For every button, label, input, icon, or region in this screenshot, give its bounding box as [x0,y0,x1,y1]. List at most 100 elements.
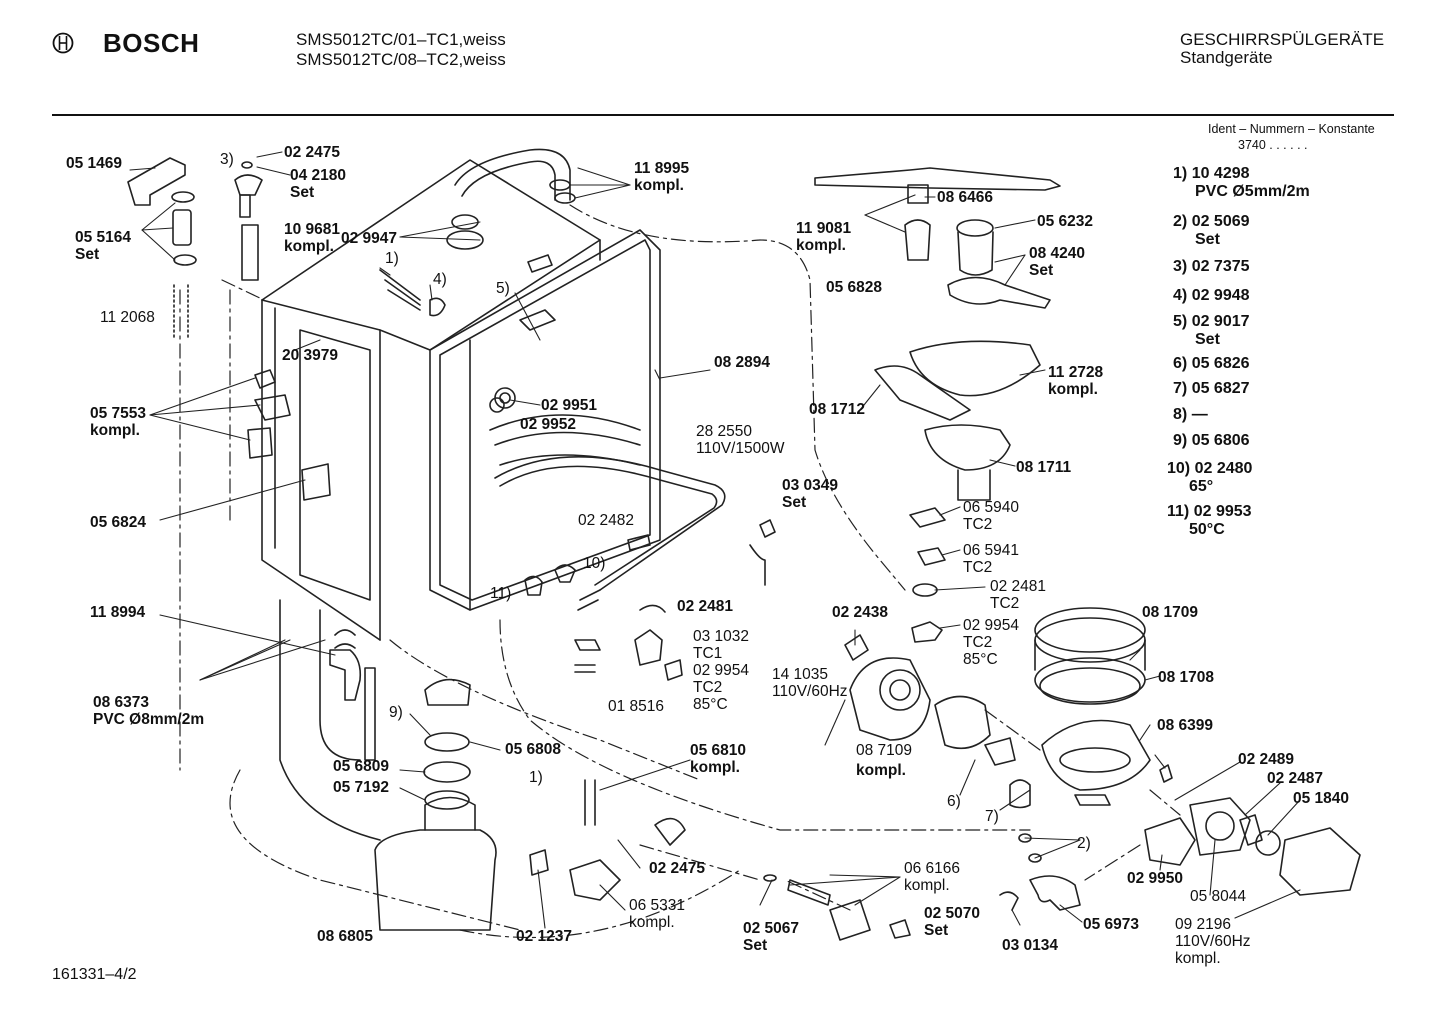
part-note: 85°C [693,696,728,713]
part-callout: 02 9952 [520,416,576,433]
part-number: 08 1711 [1016,459,1072,476]
part-number: 05 6810 [690,742,747,759]
part-number: 02 2482 [578,512,635,529]
part-number: 02 9947 [341,230,398,247]
part-note: kompl. [796,237,846,254]
legend-item: 9) 05 6806 [1173,432,1250,450]
legend-part-number: 05 6827 [1191,380,1250,397]
part-callout: 02 2489 [1238,751,1294,768]
legend-part-number: 05 6806 [1191,432,1250,449]
part-number: 04 2180 [290,167,347,184]
sump-and-motor [844,507,1173,809]
legend-part-number: 02 9948 [1191,287,1250,304]
part-number: 03 1032 [693,628,750,645]
legend-number: 1) [1173,165,1188,182]
legend-number: 9) [1173,432,1188,449]
assembly-lines [179,204,1181,939]
part-note: TC2 [963,516,993,533]
part-callout: 03 0134 [1002,937,1058,954]
part-number: 08 6466 [937,189,994,206]
part-number: 5) [496,280,510,297]
part-callout: 7) [985,808,999,825]
part-number: 05 6973 [1083,916,1140,933]
part-callout: 05 8044 [1190,888,1246,905]
legend-number: 7) [1173,380,1188,397]
part-number: 02 9950 [1127,870,1184,887]
legend-note: 50°C [1189,521,1225,538]
part-number: 05 6232 [1037,213,1094,230]
legend-part-number: 02 7375 [1191,258,1250,275]
part-number: 08 6373 [93,694,150,711]
part-callout: kompl. [856,762,906,779]
part-number: 05 1469 [66,155,123,172]
part-note: kompl. [904,877,950,894]
spray-arm-and-filters [814,167,1061,501]
part-callout: 05 1469 [66,155,122,172]
part-callout: 08 6399 [1157,717,1213,734]
part-callout: 9) [389,704,403,721]
part-number: 11) [490,585,512,602]
legend-part-number: 05 6826 [1191,355,1250,372]
legend-item: 3) 02 7375 [1173,258,1250,276]
part-number: 9) [389,704,403,721]
legend-number: 4) [1173,287,1188,304]
part-callout: 05 6809 [333,758,389,775]
part-number: 02 9954 [963,617,1020,634]
legend-note: 65° [1189,478,1214,495]
part-number: 08 4240 [1029,245,1086,262]
part-note: kompl. [90,422,140,439]
part-callout: 08 6466 [937,189,993,206]
part-callout: 1) [529,769,543,786]
part-callout: 1) [385,250,399,267]
legend-part-number: 02 9953 [1193,503,1252,520]
part-callout: 4) [433,271,447,288]
part-number: 10 9681 [284,221,341,238]
part-callout: 11 2068 [100,309,155,326]
legend-part-number: 02 5069 [1191,213,1250,230]
part-number: 03 0134 [1002,937,1059,954]
legend-number: 2) [1173,213,1188,230]
part-note: TC1 [693,645,723,662]
part-note: kompl. [629,914,675,931]
part-callout: 05 6808 [505,741,561,758]
part-number: 11 2728 [1048,364,1104,381]
part-number: 1) [529,769,543,786]
part-callout: 08 2894 [714,354,770,371]
legend-part-number: 02 2480 [1194,460,1253,477]
category-line-1: GESCHIRRSPÜLGERÄTE [1180,30,1385,49]
part-callout: 02 2487 [1267,770,1323,787]
part-callout: 6) [947,793,961,810]
part-number: 28 2550 [696,423,753,440]
legend-number: 5) [1173,313,1188,330]
part-callout: 08 1709 [1142,604,1198,621]
part-note: 110V/60Hz [772,683,848,700]
part-number: 05 6828 [826,279,883,296]
part-number: 02 2487 [1267,770,1324,787]
drain-pump-parts [664,659,1361,941]
part-number: 02 2475 [649,860,706,877]
legend-part-number: 10 4298 [1191,165,1250,182]
part-note: kompl. [284,238,334,255]
legend-note: Set [1195,231,1220,248]
part-number: 05 1840 [1293,790,1350,807]
model-line-2: SMS5012TC/08–TC2,weiss [296,50,506,69]
part-callout: 3) [220,151,234,168]
legend-number: 6) [1173,355,1188,372]
part-callout: 02 2482 [578,512,634,529]
legend-note: PVC Ø5mm/2m [1195,183,1310,200]
part-number: 08 6399 [1157,717,1214,734]
part-number: 08 7109 [856,742,913,759]
